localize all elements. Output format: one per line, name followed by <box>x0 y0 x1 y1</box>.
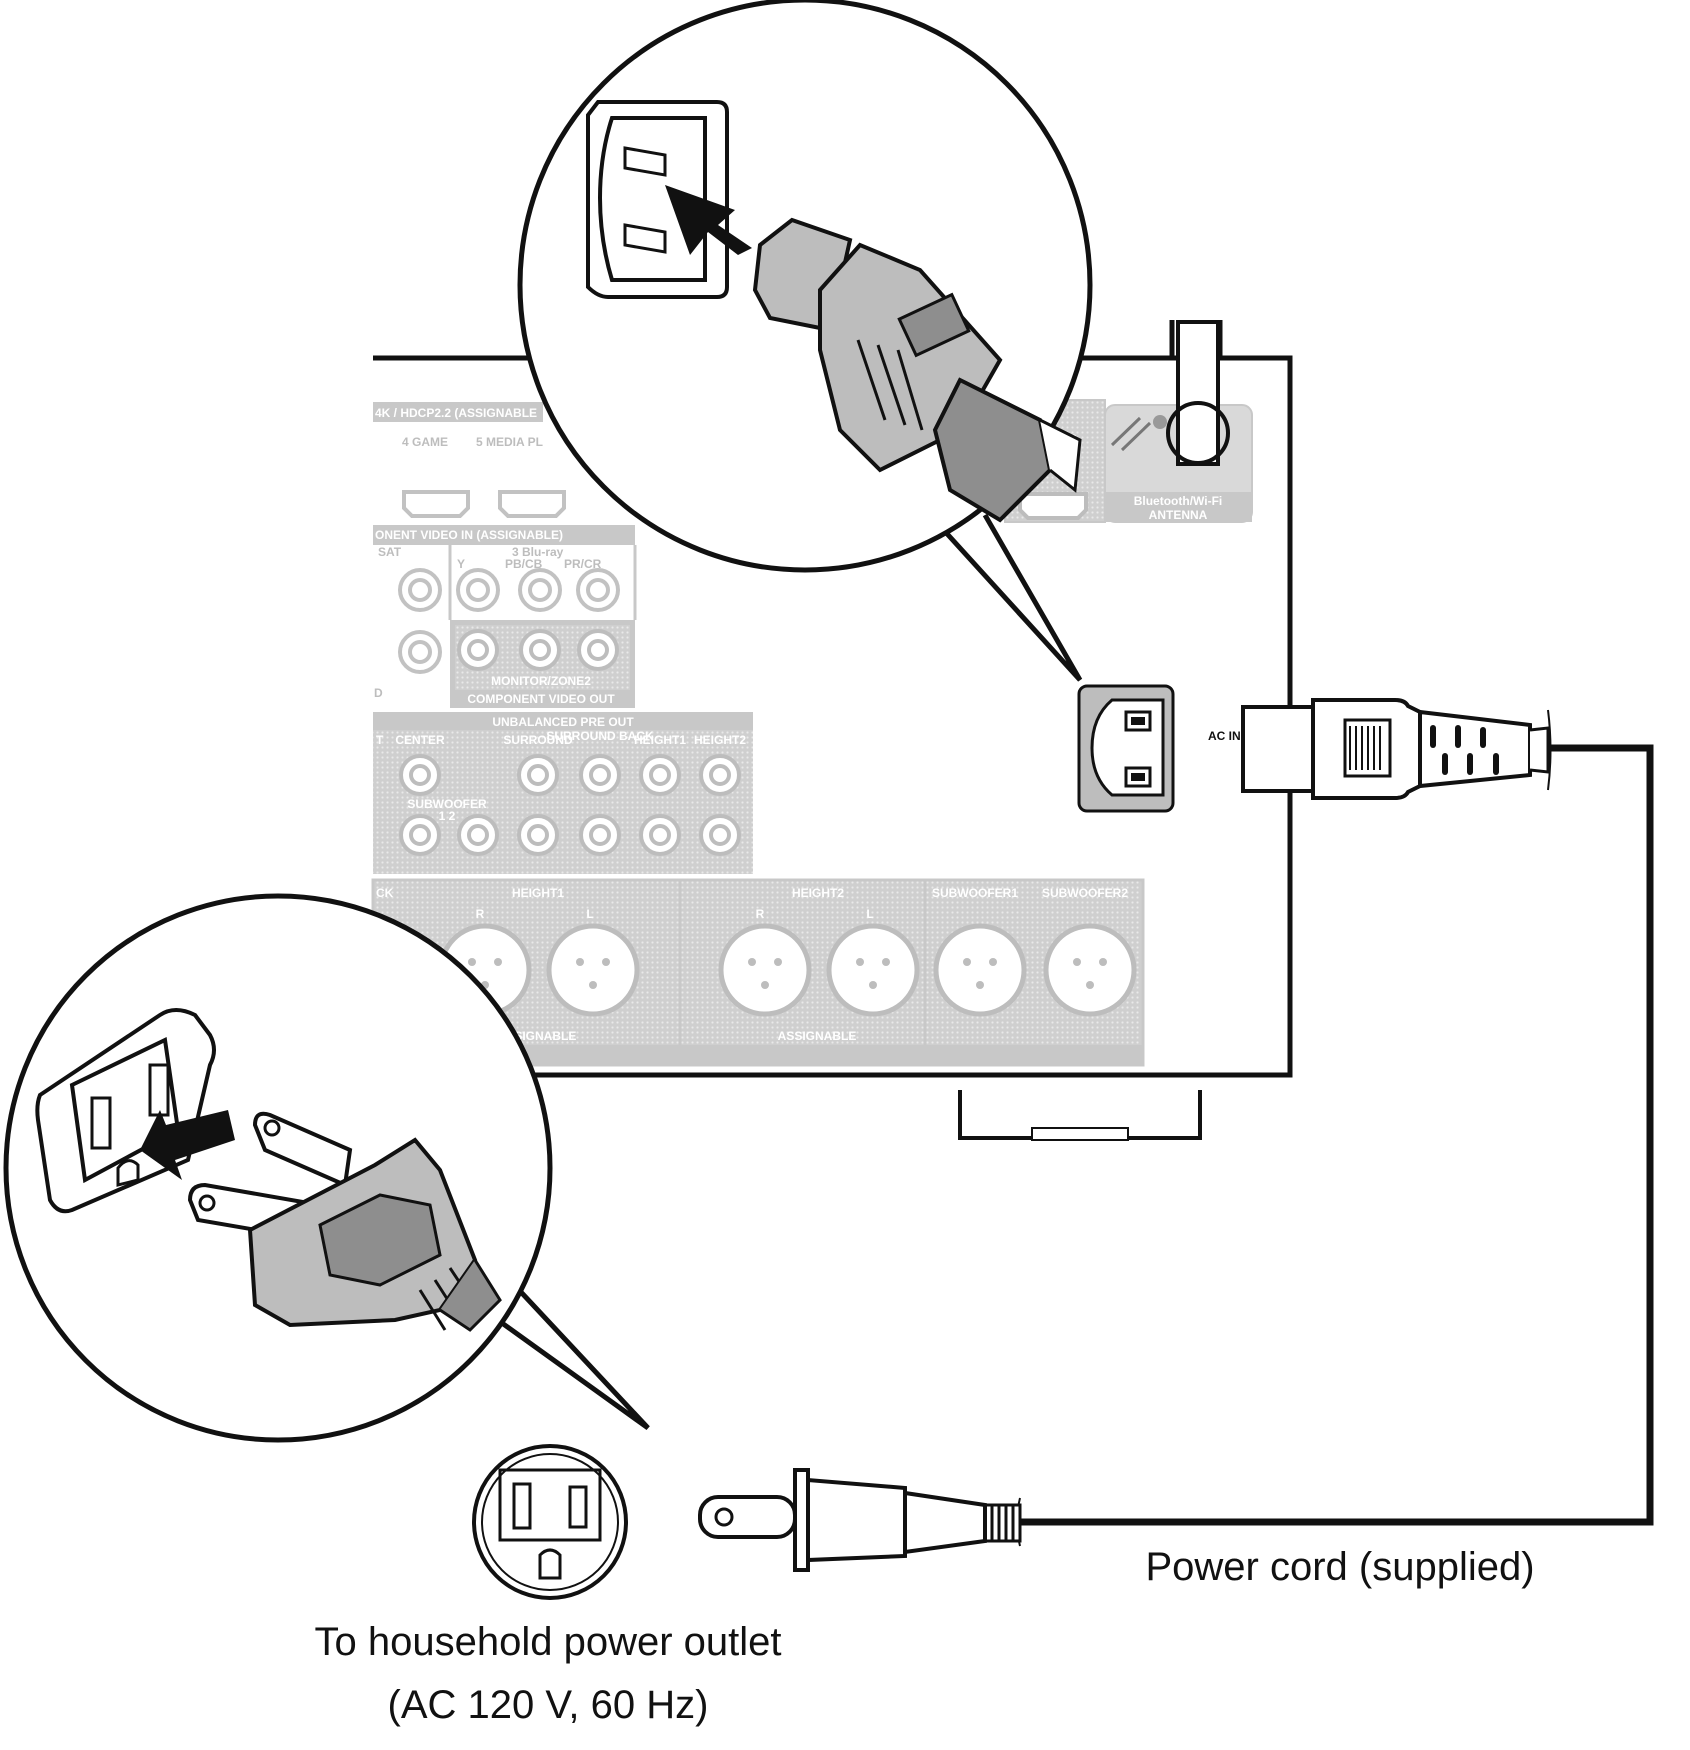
power-cord-wall-plug <box>698 1468 1022 1572</box>
ac-in-inlet <box>1077 684 1175 813</box>
ac-in-label: AC IN <box>1208 729 1241 743</box>
pre-out-label-0: T <box>376 733 384 747</box>
hdmi-input-area: 4K / HDCP2.2 (ASSIGNABLE 4 GAME 5 MEDIA … <box>373 402 566 518</box>
xlr-l1-label: L <box>586 907 593 921</box>
comp-pb-label: PB/CB <box>505 557 543 571</box>
xlr-sub2-label: SUBWOOFER2 <box>1042 886 1128 900</box>
wall-outlet-magnified-callout <box>3 893 650 1443</box>
component-video-in: ONENT VIDEO IN (ASSIGNABLE) SAT 3 Blu-ra… <box>373 525 637 700</box>
xlr-height2-label: HEIGHT2 <box>792 886 844 900</box>
subwoofer-nums: 1 2 <box>439 809 456 823</box>
xlr-l2-label: L <box>866 907 873 921</box>
power-cord-caption: Power cord (supplied) <box>1145 1545 1534 1589</box>
unbalanced-pre-out: UNBALANCED PRE OUT T CENTER SURROUND SUR… <box>373 712 753 874</box>
xlr-height1-label: HEIGHT1 <box>512 886 564 900</box>
unbalanced-header: UNBALANCED PRE OUT <box>492 715 634 729</box>
xlr-back-label: CK <box>376 886 394 900</box>
partial-d-label: D <box>374 686 383 700</box>
component-bluray-label: 3 Blu-ray <box>512 545 564 559</box>
pre-out-label-surround: SURROUND <box>503 733 573 747</box>
pre-out-label-center: CENTER <box>395 733 445 747</box>
bluetooth-wifi-antenna: Bluetooth/Wi-Fi ANTENNA <box>1104 320 1253 523</box>
hdmi-header: 4K / HDCP2.2 (ASSIGNABLE <box>375 406 537 420</box>
component-in-jacks <box>398 568 620 674</box>
comp-pr-label: PR/CR <box>564 557 602 571</box>
xlr-r1-label: R <box>476 907 485 921</box>
insert-arrow-lower <box>140 1110 235 1180</box>
power-cord-iec-plug <box>1241 698 1552 800</box>
xlr-sub1-label: SUBWOOFER1 <box>932 886 1018 900</box>
comp-y-label: Y <box>457 557 465 571</box>
xlr-assignable-2: ASSIGNABLE <box>778 1029 857 1043</box>
wall-outlet <box>472 1444 628 1600</box>
pre-out-label-height1: HEIGHT1 <box>634 733 686 747</box>
component-in-header: ONENT VIDEO IN (ASSIGNABLE) <box>375 528 563 542</box>
subwoofer-label: SUBWOOFER <box>407 797 487 811</box>
hdmi-port-5 <box>498 490 566 518</box>
monitor-zone2-label: MONITOR/ZONE2 <box>491 674 591 688</box>
power-cord-cable <box>1020 744 1654 1526</box>
hdmi-in-5-label: 5 MEDIA PL <box>476 435 543 449</box>
antenna-label-line2: ANTENNA <box>1149 508 1208 522</box>
xlr-r2-label: R <box>756 907 765 921</box>
hdmi-port-monitor2 <box>1018 492 1088 520</box>
hdmi-port-4 <box>402 490 470 518</box>
pre-out-label-height2: HEIGHT2 <box>694 733 746 747</box>
outlet-caption-line2: (AC 120 V, 60 Hz) <box>388 1683 709 1727</box>
insert-arrow-upper <box>665 185 752 255</box>
pre-out-label-surround-back: SURROUND BACK <box>546 729 654 743</box>
component-video-out: MONITOR/ZONE2 COMPONENT VIDEO OUT <box>450 620 635 708</box>
ac-inlet-magnified-callout <box>517 0 1093 682</box>
outlet-caption-line1: To household power outlet <box>315 1620 782 1664</box>
pre-out-jacks <box>399 754 741 856</box>
hdmi-in-4-label: 4 GAME <box>402 435 448 449</box>
component-out-label: COMPONENT VIDEO OUT <box>467 692 615 706</box>
antenna-label-line1: Bluetooth/Wi-Fi <box>1134 494 1223 508</box>
component-sat-label: SAT <box>378 545 402 559</box>
